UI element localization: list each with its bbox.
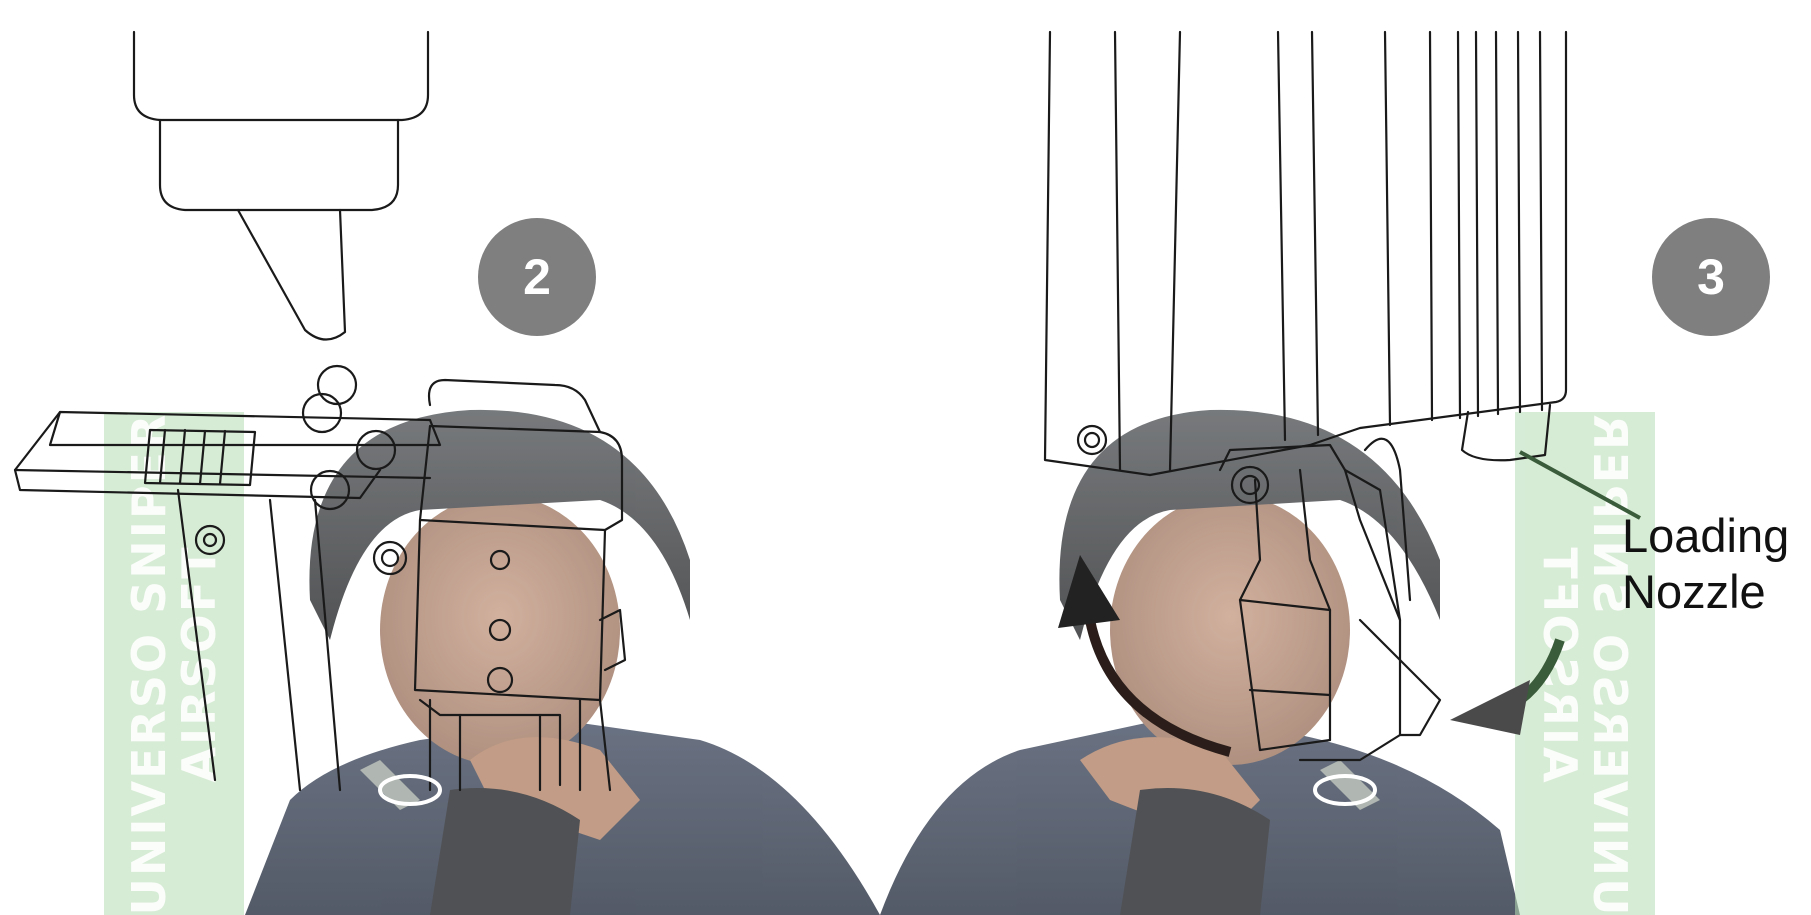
loader-body-right	[1045, 32, 1566, 760]
loading-nozzle-callout: Loading Nozzle	[1622, 508, 1789, 620]
loader-body-left	[15, 380, 625, 790]
curved-arrow-counterclockwise-icon	[1058, 555, 1230, 752]
loader-nozzle-left	[134, 32, 428, 340]
step-badge-3: 3	[1652, 218, 1770, 336]
step-number-2: 2	[523, 248, 551, 306]
callout-line-1: Loading	[1622, 508, 1789, 564]
step-badge-2: 2	[478, 218, 596, 336]
callout-line-2: Nozzle	[1622, 564, 1789, 620]
step-number-3: 3	[1697, 248, 1725, 306]
curved-arrow-clockwise-icon	[1450, 640, 1560, 735]
bb-pellets	[303, 366, 395, 509]
